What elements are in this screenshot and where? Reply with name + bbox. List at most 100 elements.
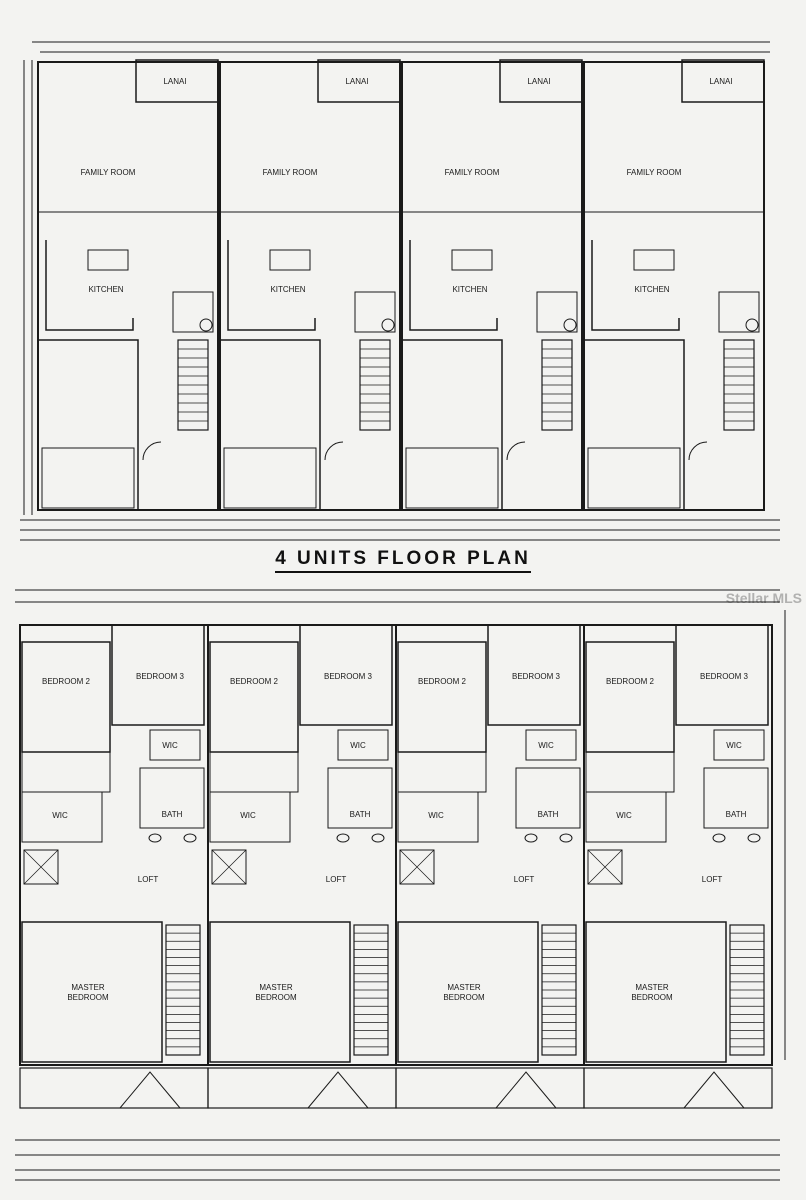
toilet [381, 318, 395, 332]
bedroom3-label: BEDROOM 3 [700, 672, 749, 681]
wic-closet [21, 791, 103, 843]
kitchen-sink [87, 249, 129, 271]
entry-roof [683, 1071, 745, 1109]
wic-label: WIC [162, 741, 178, 750]
bedroom-2 [585, 641, 675, 753]
bedroom-3 [299, 624, 393, 726]
closet [397, 751, 487, 793]
wic-label: WIC [350, 741, 366, 750]
shower [587, 849, 623, 885]
garage [219, 339, 321, 511]
garage-door [405, 447, 499, 509]
kitchen-sink [269, 249, 311, 271]
plan-title: 4 UNITS FLOOR PLAN [0, 548, 806, 578]
sink [524, 833, 538, 843]
wic-closet [585, 791, 667, 843]
closet [21, 751, 111, 793]
first-floor-unit [401, 59, 583, 511]
kitchen-counter [45, 240, 134, 331]
sink [712, 833, 726, 843]
unit-outline [395, 624, 585, 1066]
toilet [199, 318, 213, 332]
first-floor-unit [219, 59, 401, 511]
lanai [135, 59, 219, 103]
master-label: MASTER [447, 983, 481, 992]
door-swing [688, 441, 708, 461]
bedroom2-label: BEDROOM 2 [42, 677, 91, 686]
door-swing [506, 441, 526, 461]
master-bedroom [209, 921, 351, 1063]
family-room-label: FAMILY ROOM [445, 168, 500, 177]
wic-closet [337, 729, 389, 761]
shower [211, 849, 247, 885]
wic-label: WIC [428, 811, 444, 820]
lanai-label: LANAI [345, 77, 368, 86]
powder-room [718, 291, 760, 333]
shower-x [211, 849, 247, 885]
shower-x [587, 849, 623, 885]
lanai-label: LANAI [527, 77, 550, 86]
shower [23, 849, 59, 885]
garage [37, 339, 139, 511]
kitchen-sink [451, 249, 493, 271]
kitchen-label: KITCHEN [452, 285, 487, 294]
unit-outline [583, 624, 773, 1066]
bedroom3-label: BEDROOM 3 [136, 672, 185, 681]
master-label: MASTER [71, 983, 105, 992]
master-label: MASTER [635, 983, 669, 992]
entry-roof [307, 1071, 369, 1109]
wic-closet [713, 729, 765, 761]
master-label: BEDROOM [443, 993, 485, 1002]
second-floor-unit [19, 624, 209, 1109]
closet [209, 751, 299, 793]
sink [148, 833, 162, 843]
family-room-label: FAMILY ROOM [81, 168, 136, 177]
lanai-label: LANAI [709, 77, 732, 86]
bedroom-3 [675, 624, 769, 726]
wic-closet [397, 791, 479, 843]
entry-roof [495, 1071, 557, 1109]
toilet [563, 318, 577, 332]
bath-label: BATH [162, 810, 183, 819]
shower [399, 849, 435, 885]
kitchen-label: KITCHEN [88, 285, 123, 294]
bath-label: BATH [350, 810, 371, 819]
second-floor-unit [583, 624, 773, 1109]
kitchen-counter [227, 240, 316, 331]
sink [183, 833, 197, 843]
balcony [207, 1067, 397, 1109]
wic-label: WIC [616, 811, 632, 820]
powder-room [354, 291, 396, 333]
lanai [499, 59, 583, 103]
bath [139, 767, 205, 829]
bedroom-2 [21, 641, 111, 753]
bedroom-3 [111, 624, 205, 726]
bath-label: BATH [726, 810, 747, 819]
wic-closet [209, 791, 291, 843]
unit-outline [207, 624, 397, 1066]
garage [401, 339, 503, 511]
loft-label: LOFT [326, 875, 347, 884]
unit-outline [19, 624, 209, 1066]
sink [747, 833, 761, 843]
master-label: BEDROOM [255, 993, 297, 1002]
kitchen-label: KITCHEN [634, 285, 669, 294]
bedroom2-label: BEDROOM 2 [230, 677, 279, 686]
wic-label: WIC [538, 741, 554, 750]
first-floor-unit [583, 59, 765, 511]
toilet [745, 318, 759, 332]
garage-door [41, 447, 135, 509]
lanai [681, 59, 765, 103]
master-bedroom [585, 921, 727, 1063]
master-label: BEDROOM [67, 993, 109, 1002]
family-room-label: FAMILY ROOM [627, 168, 682, 177]
shower-x [23, 849, 59, 885]
master-bedroom [21, 921, 163, 1063]
door-swing [324, 441, 344, 461]
plan-title-text: 4 UNITS FLOOR PLAN [275, 548, 531, 573]
bedroom-2 [209, 641, 299, 753]
sink [371, 833, 385, 843]
bedroom3-label: BEDROOM 3 [324, 672, 373, 681]
